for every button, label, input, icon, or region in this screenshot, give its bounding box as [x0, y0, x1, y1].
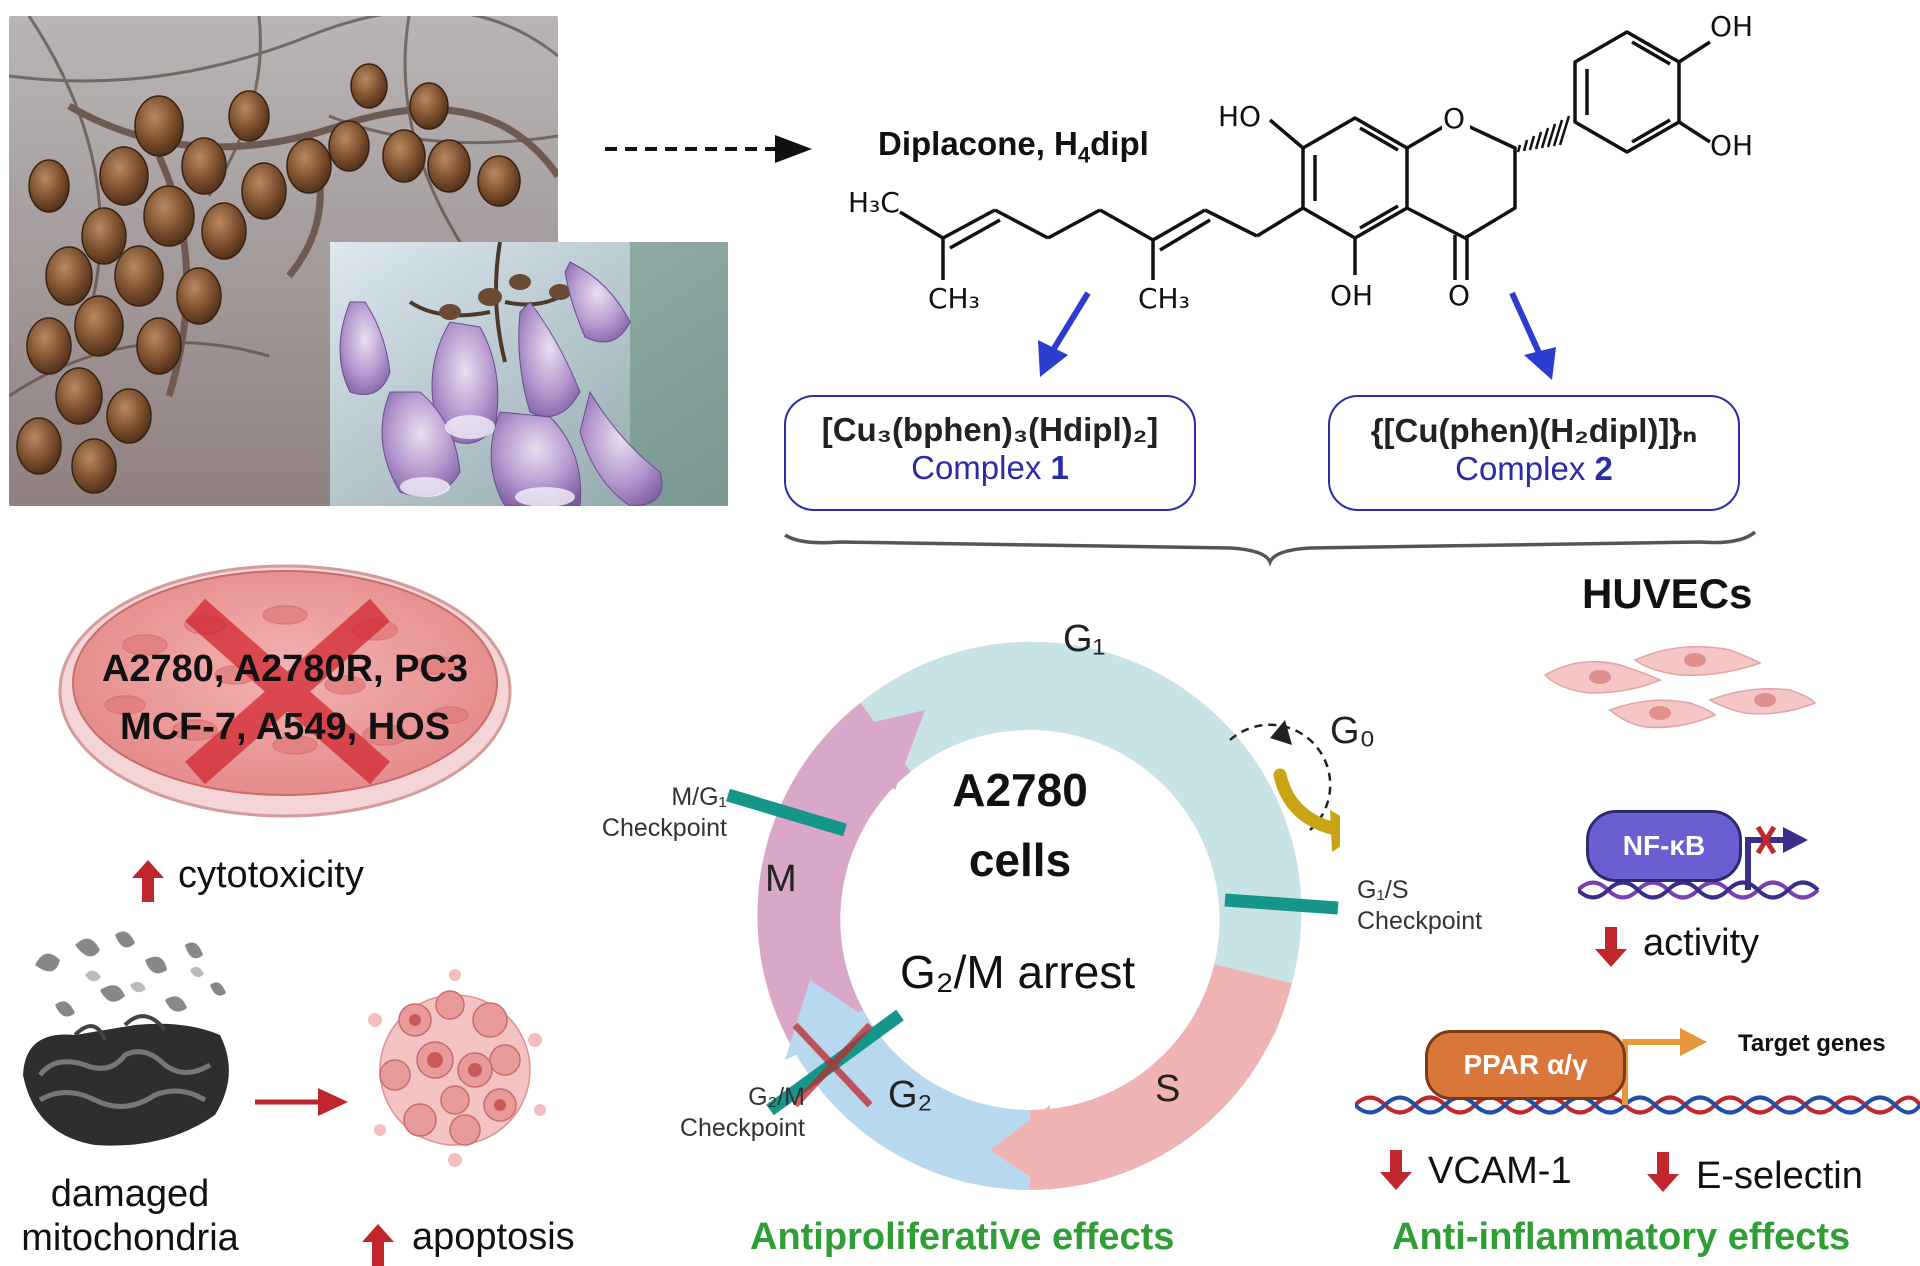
apoptotic-cell-illustration: [368, 969, 546, 1167]
diplacone-structure: HO ​ OH OH OH O H₃C CH₃ CH₃ O: [848, 10, 1753, 315]
up-arrow-icon: [362, 1224, 394, 1266]
cell-cycle-diagram: [726, 641, 1340, 1190]
phase-g2-label: G₂: [888, 1074, 933, 1116]
checkpoint-g2m-label: G₂/M Checkpoint: [679, 1083, 805, 1143]
apoptosis-label: apoptosis: [412, 1216, 575, 1258]
huvec-cells-illustration: [1543, 645, 1817, 729]
ppar-dna-illustration: [1355, 1028, 1920, 1115]
down-arrow-icon: [1595, 927, 1627, 967]
atom-ho-left: HO: [1218, 100, 1261, 133]
petri-dish: [58, 564, 512, 818]
atom-ch3-mid: CH₃: [1138, 282, 1190, 315]
phase-g1-label: G₁: [1063, 618, 1106, 660]
activity-label: activity: [1643, 922, 1760, 964]
cell-cycle-center-label: A2780 cells: [952, 764, 1088, 886]
phase-m-label: M: [765, 858, 797, 900]
footer-antiinflammatory: Anti-inflammatory effects: [1392, 1216, 1851, 1258]
mitochondria-label: damaged mitochondria: [21, 1173, 239, 1259]
atom-ring-o: O: [1443, 102, 1465, 135]
huvecs-title: HUVECs: [1582, 570, 1753, 617]
vcam-label: VCAM-1: [1428, 1150, 1572, 1192]
blue-arrow-complex1: [1038, 291, 1091, 377]
phase-s-label: S: [1155, 1068, 1181, 1110]
dish-cell-lines: A2780, A2780R, PC3 MCF-7, A549, HOS: [55, 640, 515, 756]
atom-carbonyl-o: O: [1448, 279, 1470, 312]
complex-1-box: [Cu₃(bphen)₃(Hdipl)₂] Complex 1: [784, 395, 1196, 511]
eselectin-label: E-selectin: [1696, 1155, 1863, 1197]
ppar-box: PPAR α/γ: [1425, 1030, 1626, 1100]
up-arrow-icon: [132, 860, 164, 902]
paulownia-flowers-photo: [330, 242, 728, 506]
atom-ch3-left: CH₃: [928, 282, 980, 315]
complex-2-formula: {[Cu(phen)(H₂dipl)]}ₙ: [1370, 412, 1698, 449]
blue-arrow-complex2: [1509, 291, 1556, 380]
footer-antiproliferative: Antiproliferative effects: [750, 1216, 1175, 1258]
target-genes-label: Target genes: [1738, 1030, 1886, 1057]
compound-name: Diplacone, H4dipl: [878, 125, 1149, 168]
red-right-arrow: [255, 1088, 348, 1116]
g2m-arrest-label: G₂/M arrest: [900, 946, 1136, 998]
damaged-mitochondria-illustration: [23, 931, 229, 1146]
atom-oh-bottom: OH: [1330, 279, 1373, 312]
nfkb-dna-illustration: [1578, 825, 1820, 900]
dish-line-1: A2780, A2780R, PC3: [101, 648, 469, 690]
complex-1-formula: [Cu₃(bphen)₃(Hdipl)₂]: [821, 411, 1159, 448]
cytotoxicity-label: cytotoxicity: [178, 854, 364, 896]
atom-oh-top: OH: [1710, 10, 1753, 43]
complex-1-label: Complex 1: [911, 449, 1069, 486]
dashed-arrow: [605, 135, 812, 163]
down-arrow-icon: [1380, 1150, 1412, 1190]
phase-g0-label: G₀: [1330, 710, 1376, 752]
complex-2-box: {[Cu(phen)(H₂dipl)]}ₙ Complex 2: [1328, 395, 1740, 511]
atom-h3c: H₃C: [848, 186, 900, 219]
atom-oh-right: OH: [1710, 129, 1753, 162]
down-arrow-icon: [1647, 1152, 1679, 1192]
curly-brace: [784, 530, 1757, 567]
complex-2-label: Complex 2: [1455, 450, 1613, 487]
nfkb-box: NF-κB: [1586, 810, 1742, 882]
checkpoint-mg1-label: M/G₁ Checkpoint: [601, 783, 727, 843]
checkpoint-g1s-label: G₁/S Checkpoint: [1357, 876, 1483, 936]
dish-line-2: MCF-7, A549, HOS: [119, 706, 451, 748]
